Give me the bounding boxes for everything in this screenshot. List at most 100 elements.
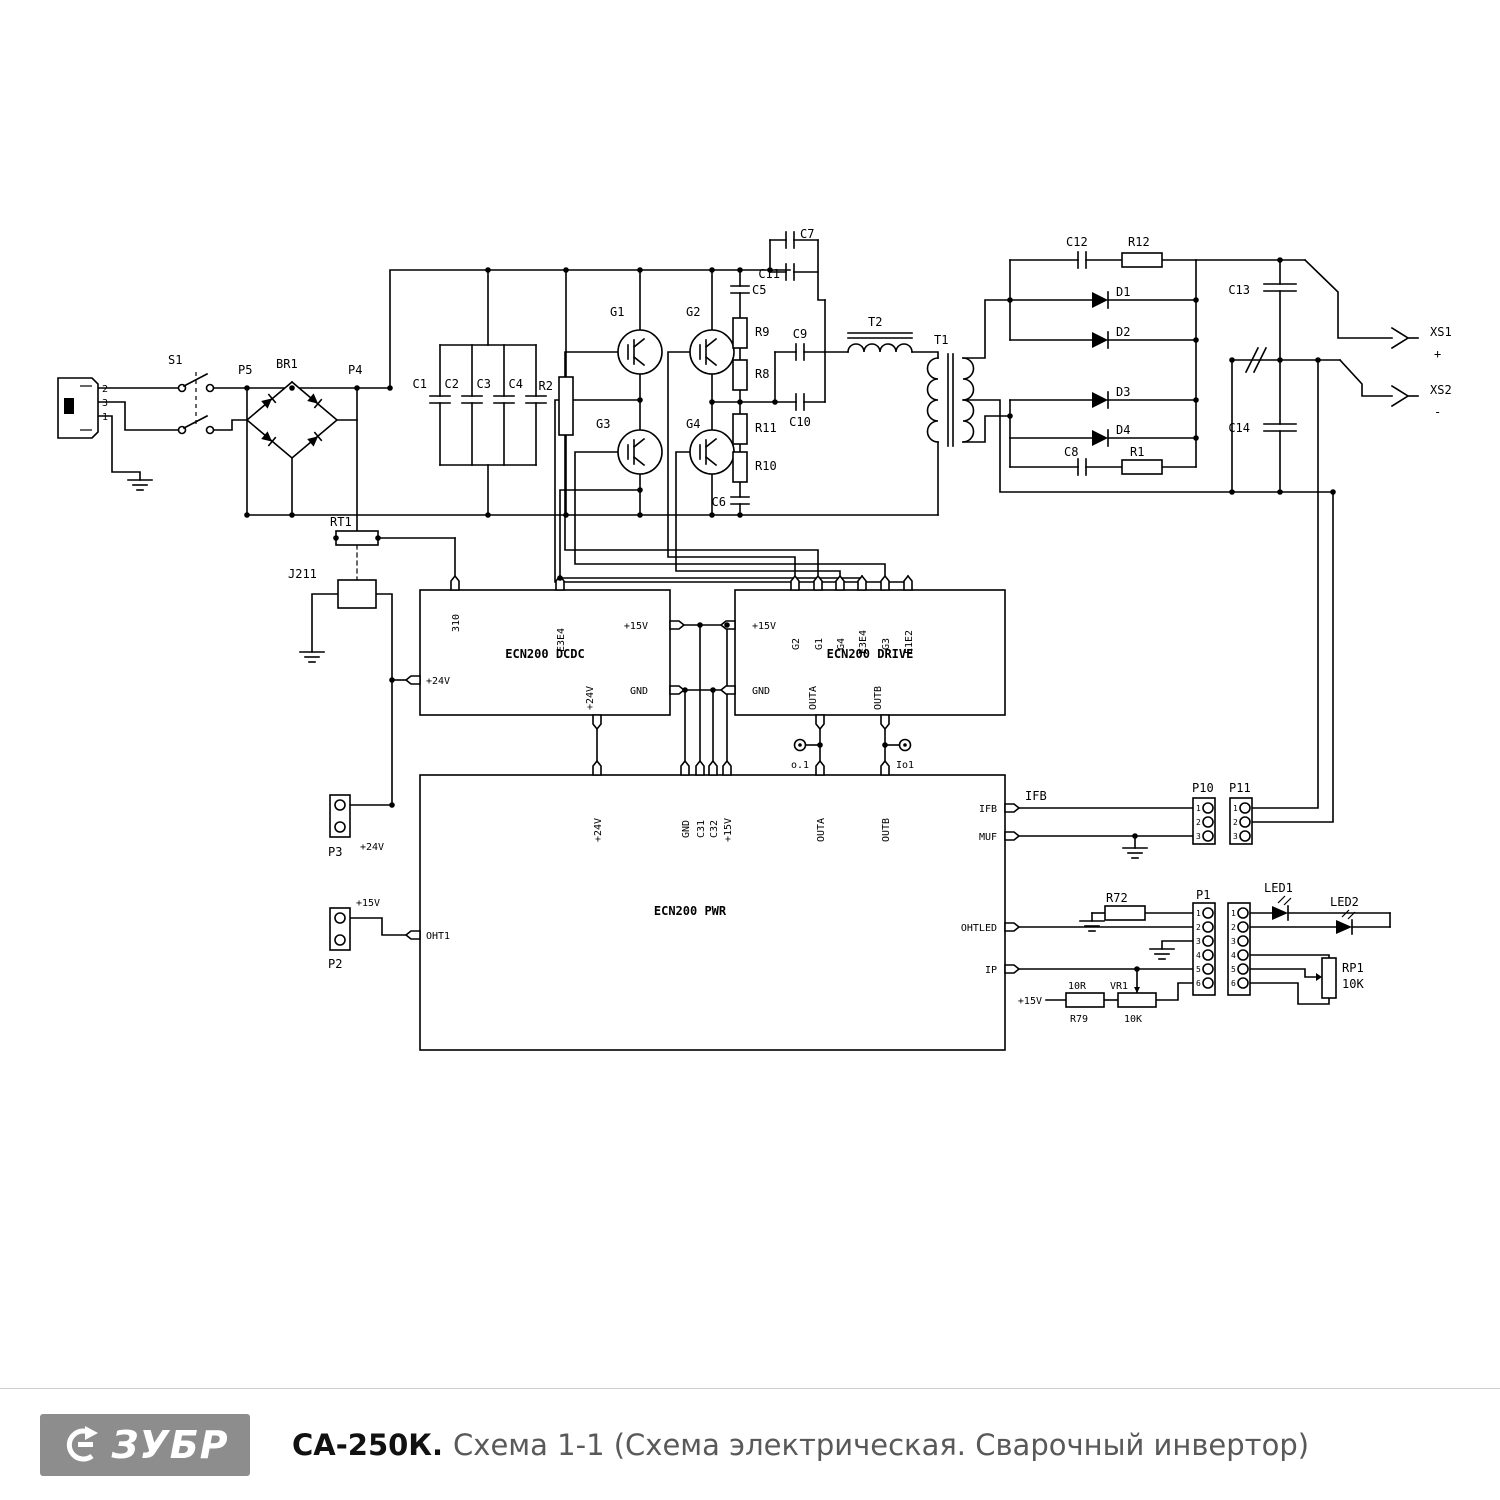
zubr-logo: ЗУБР	[40, 1413, 250, 1476]
igbt-g2: G2	[686, 305, 735, 375]
g1-label: G1	[610, 305, 624, 319]
p1-mate-pin-3: 3	[1231, 937, 1236, 946]
c1-label: C1	[413, 377, 427, 391]
resistor-r72: R72	[1104, 891, 1146, 921]
p11-pin-3: 3	[1233, 832, 1238, 841]
c4-label: C4	[509, 377, 523, 391]
gate-resistors: R9 R8 R11 R10	[732, 317, 777, 483]
connector-p10: P10 1 2 3	[1192, 781, 1216, 845]
d4-label: D4	[1116, 423, 1130, 437]
p1-pin-1: 1	[1196, 909, 1201, 918]
p1-pin-2: 2	[1196, 923, 1201, 932]
p2-rail-label: +15V	[356, 898, 380, 909]
p1-pin-3: 3	[1196, 937, 1201, 946]
relay-j211: J211	[288, 567, 377, 609]
circuit-diagram: 2 3 1 S1 P5 BR1 P4 C1 C2 C3 C4 R2	[57, 227, 1452, 1051]
testpoint-a-label: o.1	[791, 760, 809, 771]
potentiometer-rp1: RP1 10K	[1316, 957, 1364, 999]
pwr-pin-ip-label: IP	[985, 965, 997, 976]
pwr-pin-gnd-label: GND	[681, 820, 692, 838]
drive-title: ECN200 DRIVE	[827, 647, 914, 661]
igbt-g3: G3	[596, 417, 663, 475]
r10-label: R10	[755, 459, 777, 473]
r12-label: R12	[1128, 235, 1150, 249]
t1-label: T1	[934, 333, 948, 347]
p10-label: P10	[1192, 781, 1214, 795]
p1-pin-4: 4	[1196, 951, 1201, 960]
vr1-value: 10K	[1124, 1014, 1142, 1025]
ground-symbols	[127, 479, 1175, 960]
drive-pin-outa-label: OUTA	[808, 686, 819, 710]
drive-pin-15v-label: +15V	[752, 621, 776, 632]
r72-label: R72	[1106, 891, 1128, 905]
drive-pin-g3-label: G3	[881, 638, 892, 650]
bus-capacitors: C1 C2 C3 C4 R2	[413, 376, 574, 436]
switch-s1: S1	[168, 353, 215, 435]
d1-label: D1	[1116, 285, 1130, 299]
dcdc-title: ECN200 DCDC	[505, 647, 584, 661]
c14-label: C14	[1228, 421, 1250, 435]
led1-label: LED1	[1264, 881, 1293, 895]
c9-label: C9	[793, 327, 807, 341]
r2-label: R2	[539, 379, 553, 393]
r79-value: 10R	[1068, 981, 1087, 992]
pwr-pin-c32-label: C32	[709, 820, 720, 838]
c2-label: C2	[445, 377, 459, 391]
j211-label: J211	[288, 567, 317, 581]
drive-pin-e3e4-label: E3E4	[858, 630, 869, 654]
r9-label: R9	[755, 325, 769, 339]
rp1-value: 10K	[1342, 977, 1364, 991]
dcdc-pin-310-label: 310	[451, 614, 462, 632]
p11-label: P11	[1229, 781, 1251, 795]
p2-label: P2	[328, 957, 342, 971]
plug-pin-1-label: 1	[102, 412, 108, 423]
ifb-net-label: IFB	[1025, 789, 1047, 803]
testpoint-b-label: Io1	[896, 760, 914, 771]
pwr-pin-outb-label: OUTB	[881, 818, 892, 842]
brand-name: ЗУБР	[111, 1422, 229, 1467]
r1-label: R1	[1130, 445, 1144, 459]
trimmer-vr1: VR1 10K	[1110, 981, 1157, 1025]
p10-pin-3: 3	[1196, 832, 1201, 841]
p1-pin-5: 5	[1196, 965, 1201, 974]
p10-pin-1: 1	[1196, 804, 1201, 813]
igbt-g4: G4	[686, 417, 735, 475]
xs1-label: XS1	[1430, 325, 1452, 339]
resistor-r79: 10R R79	[1065, 981, 1105, 1025]
ground-icon	[127, 479, 153, 491]
connector-p2: P2 +15V	[328, 898, 380, 971]
connector-p1: P1 1 2 3 4 5 6 1 2 3 4 5 6	[1192, 888, 1251, 996]
c8-label: C8	[1064, 445, 1078, 459]
zubr-logo-icon	[67, 1425, 99, 1461]
dcdc-pin-24v-in-label: +24V	[426, 676, 450, 687]
led2-label: LED2	[1330, 895, 1359, 909]
inductor-t2: T2	[847, 315, 913, 353]
p11-pin-2: 2	[1233, 818, 1238, 827]
mains-plug: 2 3 1	[57, 377, 108, 439]
snubber-capacitors: C5 C6 C7 C11 C9 C10	[712, 227, 815, 509]
drive-pin-e1e2-label: E1E2	[904, 630, 915, 654]
connector-p3: P3 +24V	[328, 794, 384, 859]
p3-label: P3	[328, 845, 342, 859]
pwr-pin-24v-label: +24V	[593, 818, 604, 842]
connector-p11: P11 1 2 3	[1229, 781, 1253, 845]
output-rectifier: C12 R12 D1 D2 D3 D4 C8 R1	[1064, 235, 1163, 476]
dcdc-pin-15v-label: +15V	[624, 621, 648, 632]
pwr-title: ECN200 PWR	[654, 904, 727, 918]
p10-pin-2: 2	[1196, 818, 1201, 827]
rp1-label: RP1	[1342, 961, 1364, 975]
pwr-pin-ifb-label: IFB	[979, 804, 997, 815]
xs1-polarity: +	[1434, 347, 1441, 361]
switch-s1-label: S1	[168, 353, 182, 367]
p1-mate-pin-2: 2	[1231, 923, 1236, 932]
p11-pin-1: 1	[1233, 804, 1238, 813]
drive-pin-gnd-label: GND	[752, 686, 770, 697]
g2-label: G2	[686, 305, 700, 319]
output-filter: C13 C14 XS1 + XS2 -	[1228, 283, 1451, 435]
g4-label: G4	[686, 417, 700, 431]
p5-label: P5	[238, 363, 252, 377]
dcdc-pin-gnd-label: GND	[630, 686, 648, 697]
xs2-polarity: -	[1434, 405, 1441, 419]
plug-pin-3-label: 3	[102, 398, 108, 409]
